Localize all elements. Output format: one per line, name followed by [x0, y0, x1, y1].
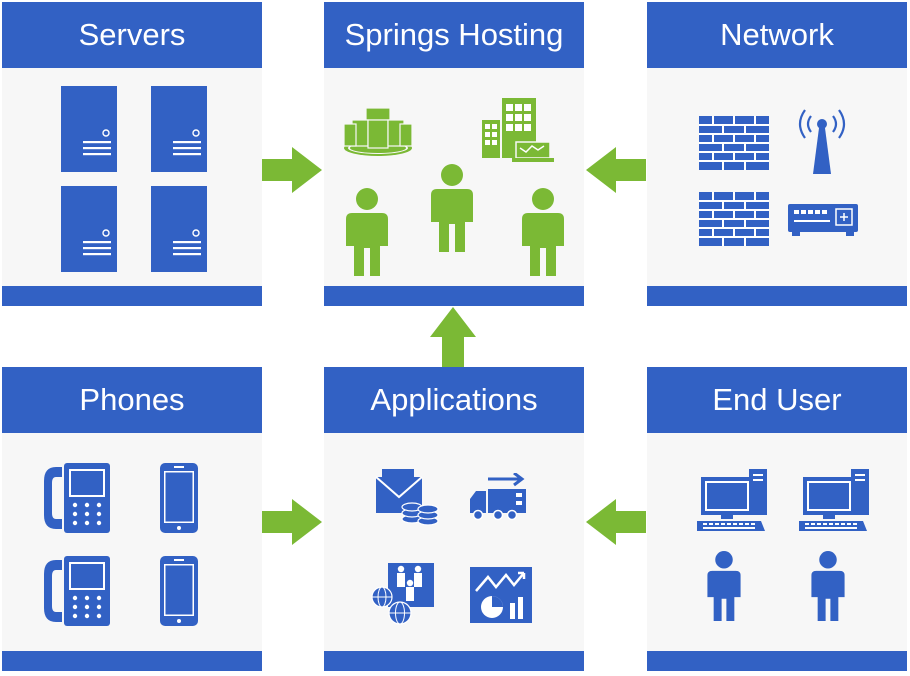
servers-footer-bar — [2, 286, 262, 306]
network-switch-icon — [788, 204, 858, 236]
analytics-chart-icon — [470, 567, 532, 623]
firewall-icon — [699, 116, 769, 170]
server-cluster-icon — [343, 107, 413, 156]
servers-body — [2, 68, 262, 286]
server-tower-icon — [151, 86, 207, 172]
person-icon — [811, 551, 845, 621]
network-title: Network — [647, 2, 907, 68]
people-globe-icon — [371, 563, 434, 625]
hosting-title: Springs Hosting — [324, 2, 584, 68]
person-icon — [431, 164, 473, 252]
person-icon — [522, 188, 564, 276]
servers-panel: Servers — [2, 2, 262, 306]
enduser-panel: End User — [647, 367, 907, 671]
desk-phone-icon — [42, 556, 114, 626]
phones-panel: Phones — [2, 367, 262, 671]
person-icon — [346, 188, 388, 276]
servers-to-hosting-arrow — [262, 147, 322, 193]
firewall-icon — [699, 192, 769, 246]
smartphone-icon — [160, 556, 198, 626]
applications-to-hosting-arrow — [430, 307, 476, 367]
mail-coins-icon — [375, 469, 439, 526]
server-tower-icon — [61, 186, 117, 272]
enduser-to-applications-arrow — [586, 499, 646, 545]
phones-to-applications-arrow — [262, 499, 322, 545]
phones-body — [2, 433, 262, 651]
enduser-footer-bar — [647, 651, 907, 671]
hosting-body — [324, 68, 584, 286]
phones-title: Phones — [2, 367, 262, 433]
office-building-icon — [482, 98, 554, 162]
applications-panel: Applications — [324, 367, 584, 671]
server-tower-icon — [61, 86, 117, 172]
network-panel: Network — [647, 2, 907, 306]
applications-body — [324, 433, 584, 651]
hosting-footer-bar — [324, 286, 584, 306]
network-to-hosting-arrow — [586, 147, 646, 193]
phones-footer-bar — [2, 651, 262, 671]
delivery-truck-icon — [470, 473, 526, 521]
antenna-tower-icon — [798, 109, 846, 174]
desk-phone-icon — [42, 463, 114, 533]
network-body — [647, 68, 907, 286]
smartphone-icon — [160, 463, 198, 533]
enduser-title: End User — [647, 367, 907, 433]
desktop-computer-icon — [799, 469, 869, 531]
desktop-computer-icon — [697, 469, 767, 531]
applications-footer-bar — [324, 651, 584, 671]
servers-title: Servers — [2, 2, 262, 68]
enduser-body — [647, 433, 907, 651]
person-icon — [707, 551, 741, 621]
applications-title: Applications — [324, 367, 584, 433]
server-tower-icon — [151, 186, 207, 272]
network-footer-bar — [647, 286, 907, 306]
hosting-panel: Springs Hosting — [324, 2, 584, 306]
